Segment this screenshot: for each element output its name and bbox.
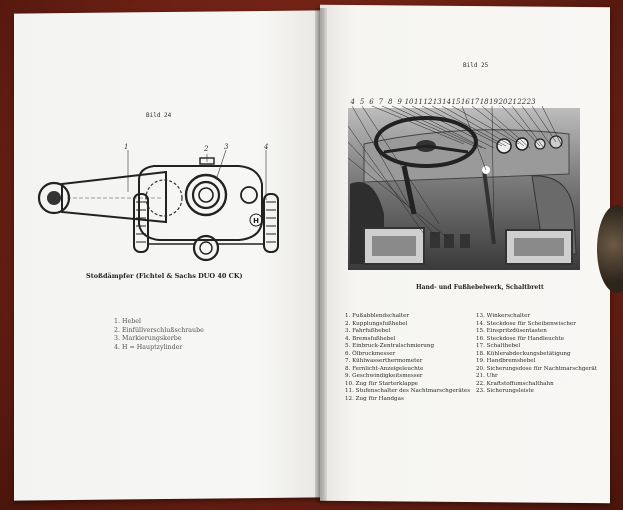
dashboard-photo: [347, 105, 580, 270]
callout-number: 11: [413, 98, 423, 106]
legend-item: 20. Sicherungsdose für Nachtmarschgerät: [476, 365, 597, 372]
legend-item: 2. Kupplungsfußhebel: [345, 320, 408, 327]
figure-label-24: Bild 24: [146, 112, 172, 119]
legend-item: 1. Hebel: [114, 318, 141, 325]
legend-item: 4. H = Hauptzylinder: [114, 343, 183, 351]
drawing-number-2: 2: [204, 145, 209, 153]
figure-25-legend-col1: 1. Fußabblendschalter 2. Kupplungsfußheb…: [345, 313, 470, 404]
legend-item: 11. Stufenschalter des Nachtmarschgeräte…: [345, 388, 471, 395]
legend-item: 14. Steckdose für Scheibenwischer: [476, 320, 576, 327]
callout-number: 10: [404, 98, 414, 106]
legend-item: 19. Handbremshebel: [476, 358, 536, 365]
legend-item: 2. Einfüllverschlußschraube: [114, 326, 204, 334]
callout-number: 17: [470, 98, 480, 106]
legend-item: 22. Kraftstoffumschalthahn: [476, 380, 554, 387]
callout-number: 4: [350, 98, 355, 106]
figure-24-legend: 1. Hebel 2. Einfüllverschlußschraube 3. …: [114, 318, 204, 352]
legend-item: 23. Sicherungsleiste: [476, 388, 534, 395]
book-gutter: [315, 8, 327, 502]
shock-absorber-drawing: H: [37, 149, 279, 262]
legend-item: 18. Kühlerabdeckungsbetätigung: [476, 350, 571, 357]
callout-number: 20: [498, 98, 508, 106]
legend-item: 4. Bremsfußhebel: [345, 335, 396, 342]
legend-item: 3. Markierungskerbe: [114, 335, 182, 343]
legend-item: 13. Winkerschalter: [476, 313, 531, 319]
legend-item: 3. Fahrfußhebel: [345, 328, 391, 335]
callout-number: 23: [526, 98, 536, 106]
drawing-number-3: 3: [224, 143, 229, 151]
legend-item: 5. Einbruck-Zentralschmierung: [345, 343, 435, 350]
callout-number: 5: [359, 98, 365, 106]
callout-number: 18: [479, 98, 489, 106]
figure-24-caption: Stoßdämpfer (Fichtel & Sachs DUO 40 CK): [86, 272, 243, 280]
callout-number: 13: [432, 98, 442, 106]
drawing-number-4: 4: [264, 143, 269, 151]
svg-text:H: H: [253, 217, 259, 225]
figure-25-caption: Hand- und Fußhebelwerk, Schaltbrett: [416, 284, 544, 291]
callout-number: 12: [423, 98, 433, 106]
callout-number: 15: [451, 98, 461, 106]
callout-number: 22: [517, 98, 527, 106]
dark-object-edge: [597, 205, 623, 293]
callout-number: 21: [507, 98, 517, 106]
legend-item: 16. Steckdose für Handleuchte: [476, 335, 565, 342]
legend-item: 9. Geschwindigkeitsmesser: [345, 373, 423, 380]
legend-item: 1. Fußabblendschalter: [345, 313, 410, 319]
callout-number: 19: [489, 98, 499, 106]
callout-number: 6: [369, 98, 374, 106]
drawing-number-1: 1: [124, 143, 129, 151]
legend-item: 17. Schalthebel: [476, 343, 521, 350]
callout-number: 16: [460, 98, 470, 106]
legend-item: 12. Zug für Handgas: [345, 396, 404, 403]
legend-item: 21. Uhr: [476, 373, 498, 380]
figure-label-25: Bild 25: [463, 62, 489, 69]
legend-item: 8. Fernlicht-Anzeigeleuchte: [345, 365, 424, 372]
figure-25-legend-col2: 13. Winkerschalter 14. Steckdose für Sch…: [476, 313, 597, 396]
callout-number: 8: [388, 98, 393, 106]
callout-number: 14: [442, 98, 452, 106]
legend-item: 10. Zug für Starterklappe: [345, 380, 418, 387]
legend-item: 6. Ölbruckmesser: [345, 350, 396, 357]
callout-number: 7: [378, 98, 384, 106]
callout-number: 9: [397, 98, 402, 106]
legend-item: 7. Kühlwasserthermometer: [345, 358, 423, 365]
legend-item: 15. Einspritzdüsentasten: [476, 328, 547, 335]
